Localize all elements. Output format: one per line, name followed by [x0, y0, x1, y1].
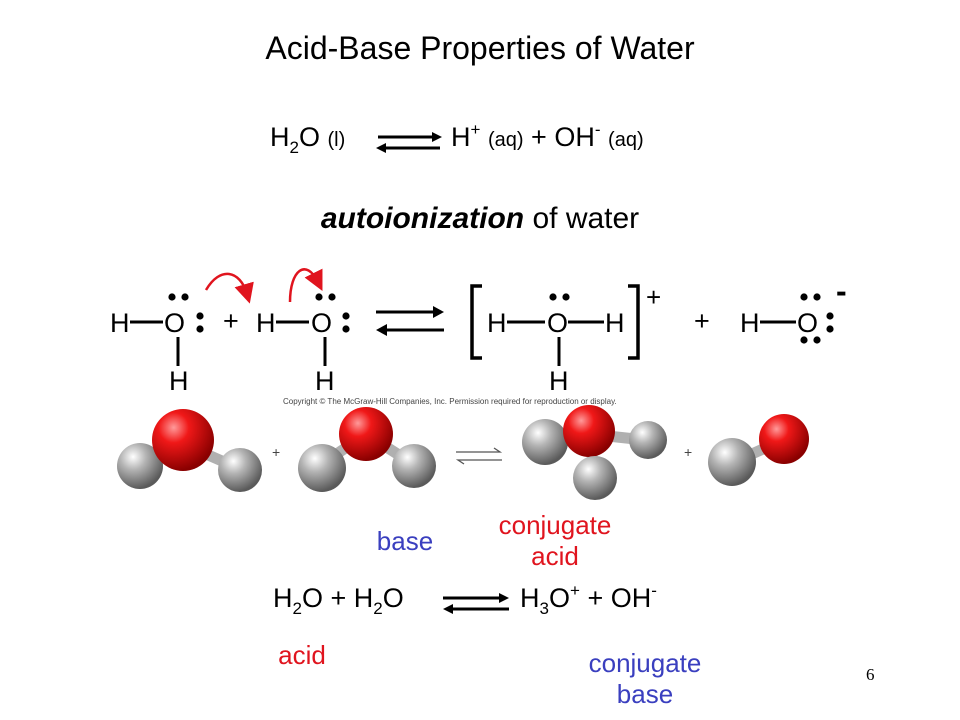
products: H3O+ + OH- — [520, 581, 657, 618]
curved-arrow-2 — [288, 268, 323, 303]
ball-and-stick-models: + + — [117, 405, 809, 500]
atom-h: H — [605, 308, 625, 338]
atom-o: O — [797, 308, 818, 338]
equilibrium-arrow-models — [455, 447, 503, 465]
of-water-text: of water — [524, 202, 640, 235]
reactants: H2O + H2O — [273, 583, 404, 618]
lewis-hydronium: H O H H + — [470, 282, 661, 396]
atom-h: H — [487, 308, 507, 338]
equation-autoionization: H2O (l) H+ (aq) + OH- (aq) — [0, 120, 960, 162]
lone-pairs — [168, 293, 204, 333]
plus-sign: + — [272, 444, 280, 460]
lewis-water-1: H O H — [110, 293, 204, 396]
equation-proton-transfer: H2O + H2O H3O+ + OH- — [273, 581, 693, 623]
charge-minus: - — [836, 273, 847, 309]
lewis-hydroxide: H O - — [740, 273, 847, 344]
label-acid: acid — [278, 640, 326, 670]
equilibrium-arrow-lewis — [376, 306, 444, 336]
plus-sign: + — [223, 306, 239, 336]
water-model-1 — [117, 409, 262, 492]
page-title: Acid-Base Properties of Water — [265, 30, 695, 66]
hydronium-model — [522, 405, 667, 500]
atom-o: O — [164, 308, 185, 338]
atom-h: H — [315, 366, 335, 396]
equilibrium-arrow-top — [376, 132, 442, 153]
plus-sign: + — [694, 306, 710, 336]
atom-h: H — [110, 308, 130, 338]
equilibrium-arrow-bottom — [443, 593, 509, 614]
atom-o: O — [547, 308, 568, 338]
atom-h: H — [169, 366, 189, 396]
plus-sign: + — [684, 444, 692, 460]
atom-o: O — [311, 308, 332, 338]
hydroxide-model — [708, 414, 809, 486]
copyright-notice: Copyright © The McGraw-Hill Companies, I… — [283, 397, 617, 406]
lone-pairs — [315, 293, 350, 333]
lewis-water-2: H O H — [256, 293, 350, 396]
label-base: base — [376, 526, 434, 556]
autoionization-heading: autoionization of water — [0, 202, 960, 236]
lewis-structures: H O H + H O H H O — [110, 268, 847, 396]
charge-plus: + — [646, 282, 661, 312]
curved-arrow-1 — [204, 272, 254, 304]
water-model-2 — [298, 407, 436, 492]
atom-h: H — [549, 366, 569, 396]
lone-pairs — [800, 293, 834, 344]
label-conjugate-base: conjugate base — [588, 648, 702, 709]
product-ions: H+ (aq) + OH- (aq) — [451, 120, 644, 152]
atom-h: H — [740, 308, 760, 338]
reactant-water: H2O (l) — [270, 122, 346, 157]
autoionization-word: autoionization — [320, 202, 525, 235]
atom-h: H — [256, 308, 276, 338]
label-conjugate-acid: conjugate acid — [498, 510, 612, 571]
page-number: 6 — [866, 665, 875, 684]
